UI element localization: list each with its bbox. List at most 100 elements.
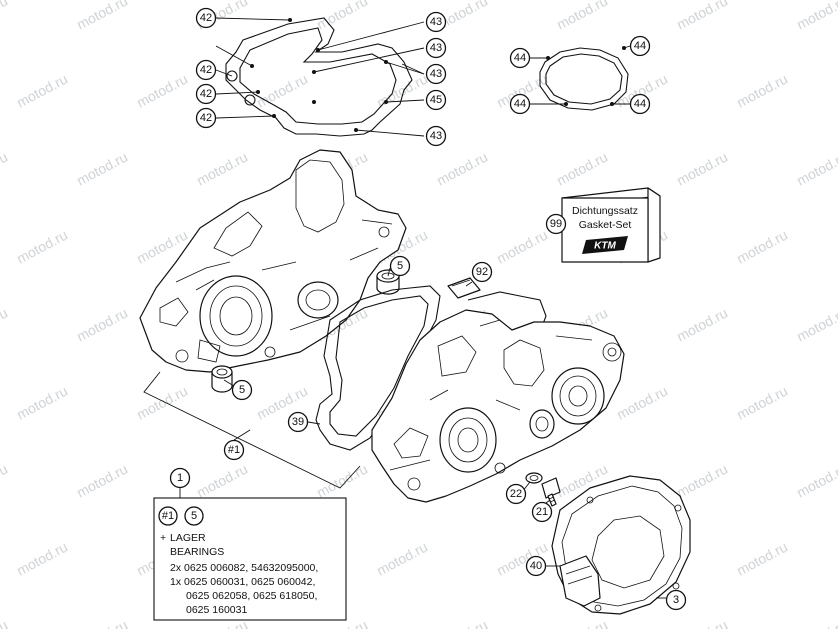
watermark-text: motod.ru (314, 461, 370, 501)
callout-42-a: 42 (195, 7, 217, 29)
svg-text:99: 99 (550, 218, 562, 230)
watermark-text: motod.ru (314, 0, 370, 33)
watermark-text: motod.ru (254, 71, 310, 111)
watermark-text: motod.ru (554, 617, 610, 629)
svg-text:44: 44 (514, 98, 526, 110)
watermark-text: motod.ru (674, 461, 730, 501)
watermark-text: motod.ru (74, 0, 130, 33)
svg-text:#1: #1 (228, 444, 240, 456)
watermark-text: motod.ru (0, 305, 10, 345)
watermark-text: motod.ru (794, 0, 838, 33)
bearing-part-line-2: 1x 0625 060031, 0625 060042, (170, 576, 315, 588)
svg-text:42: 42 (200, 64, 212, 76)
bearing-part-line-4: 0625 160031 (186, 604, 247, 616)
callout-43-c: 43 (425, 63, 447, 85)
callout-92: 92 (471, 261, 493, 283)
watermark-text: motod.ru (0, 0, 10, 33)
svg-text:43: 43 (430, 42, 442, 54)
bearings-title-en: BEARINGS (170, 546, 224, 558)
svg-text:5: 5 (239, 384, 245, 396)
watermark-text: motod.ru (134, 383, 190, 423)
leader-lines (215, 17, 666, 599)
watermark-text: motod.ru (434, 617, 490, 629)
watermark-text: motod.ru (674, 617, 730, 629)
screw-plug (541, 477, 561, 507)
watermark-text: motod.ru (74, 461, 130, 501)
callout-44-a: 44 (509, 47, 531, 69)
svg-text:40: 40 (530, 560, 542, 572)
watermark-text: motod.ru (194, 149, 250, 189)
watermark-text: motod.ru (614, 383, 670, 423)
watermark-text: motod.ru (374, 539, 430, 579)
svg-text:3: 3 (673, 594, 679, 606)
watermark-text: motod.ru (0, 617, 10, 629)
watermark-text: motod.ru (74, 149, 130, 189)
watermark-text: motod.ru (14, 71, 70, 111)
bearing-part-line-3: 0625 062058, 0625 618050, (186, 590, 317, 602)
watermark-text: motod.ru (14, 383, 70, 423)
right-crankcase-half (371, 309, 625, 503)
callout-ref-5: 5 (184, 506, 204, 526)
watermark-text: motod.ru (734, 227, 790, 267)
svg-text:92: 92 (476, 266, 488, 278)
ktm-logo-text: KTM (594, 241, 616, 252)
ktm-logo: KTM (582, 236, 628, 254)
callout-45: 45 (425, 89, 447, 111)
gasket-set-label-en: Gasket-Set (579, 219, 632, 231)
washer (525, 472, 543, 484)
bearings-title-de: LAGER (170, 532, 206, 544)
svg-text:42: 42 (200, 88, 212, 100)
watermark-text: motod.ru (794, 305, 838, 345)
svg-text:1: 1 (177, 472, 183, 484)
gasket-set-label-de: Dichtungssatz (572, 205, 638, 217)
watermark-text: motod.ru (734, 539, 790, 579)
watermark-text: motod.ru (674, 0, 730, 33)
watermark-text: motod.ru (134, 71, 190, 111)
svg-text:21: 21 (536, 506, 548, 518)
callout-43-a: 43 (425, 11, 447, 33)
watermark-text: motod.ru (434, 149, 490, 189)
callout-21: 21 (531, 501, 553, 523)
bearing-lower (211, 365, 233, 393)
callout-44-d: 44 (629, 93, 651, 115)
bearing-part-line-1: 2x 0625 006082, 54632095000, (170, 562, 318, 574)
watermark-text: motod.ru (74, 617, 130, 629)
watermark-text: motod.ru (14, 227, 70, 267)
watermark-text: motod.ru (0, 461, 10, 501)
watermark-text: motod.ru (794, 461, 838, 501)
svg-text:43: 43 (430, 130, 442, 142)
callout-42-d: 42 (195, 107, 217, 129)
callout-39: 39 (287, 411, 309, 433)
gasket-set-box: Dichtungssatz Gasket-Set KTM (561, 187, 661, 263)
callout-ref-1: #1 (158, 506, 178, 526)
plus-sign: + (160, 532, 166, 544)
callout-5-upper: 5 (389, 255, 411, 277)
callout-44-c: 44 (509, 93, 531, 115)
svg-text:42: 42 (200, 112, 212, 124)
watermark-text: motod.ru (494, 227, 550, 267)
svg-text:5: 5 (191, 510, 197, 522)
leader-hash-1 (233, 429, 251, 441)
svg-text:43: 43 (430, 16, 442, 28)
svg-text:39: 39 (292, 416, 304, 428)
watermark-text: motod.ru (674, 149, 730, 189)
watermark-text: motod.ru (0, 149, 10, 189)
clutch-cover-gasket (225, 17, 413, 137)
svg-text:#1: #1 (162, 510, 174, 522)
watermark-text: motod.ru (554, 149, 610, 189)
svg-text:22: 22 (510, 488, 522, 500)
svg-text:5: 5 (397, 260, 403, 272)
callout-3: 3 (665, 589, 687, 611)
svg-text:44: 44 (634, 98, 646, 110)
callout-hash-1: #1 (223, 439, 245, 461)
svg-text:43: 43 (430, 68, 442, 80)
callout-42-c: 42 (195, 83, 217, 105)
callout-44-b: 44 (629, 35, 651, 57)
callout-22: 22 (505, 483, 527, 505)
watermark-text: motod.ru (794, 617, 838, 629)
svg-text:42: 42 (200, 12, 212, 24)
watermark-text: motod.ru (734, 383, 790, 423)
ignition-cover-gasket (539, 46, 629, 111)
